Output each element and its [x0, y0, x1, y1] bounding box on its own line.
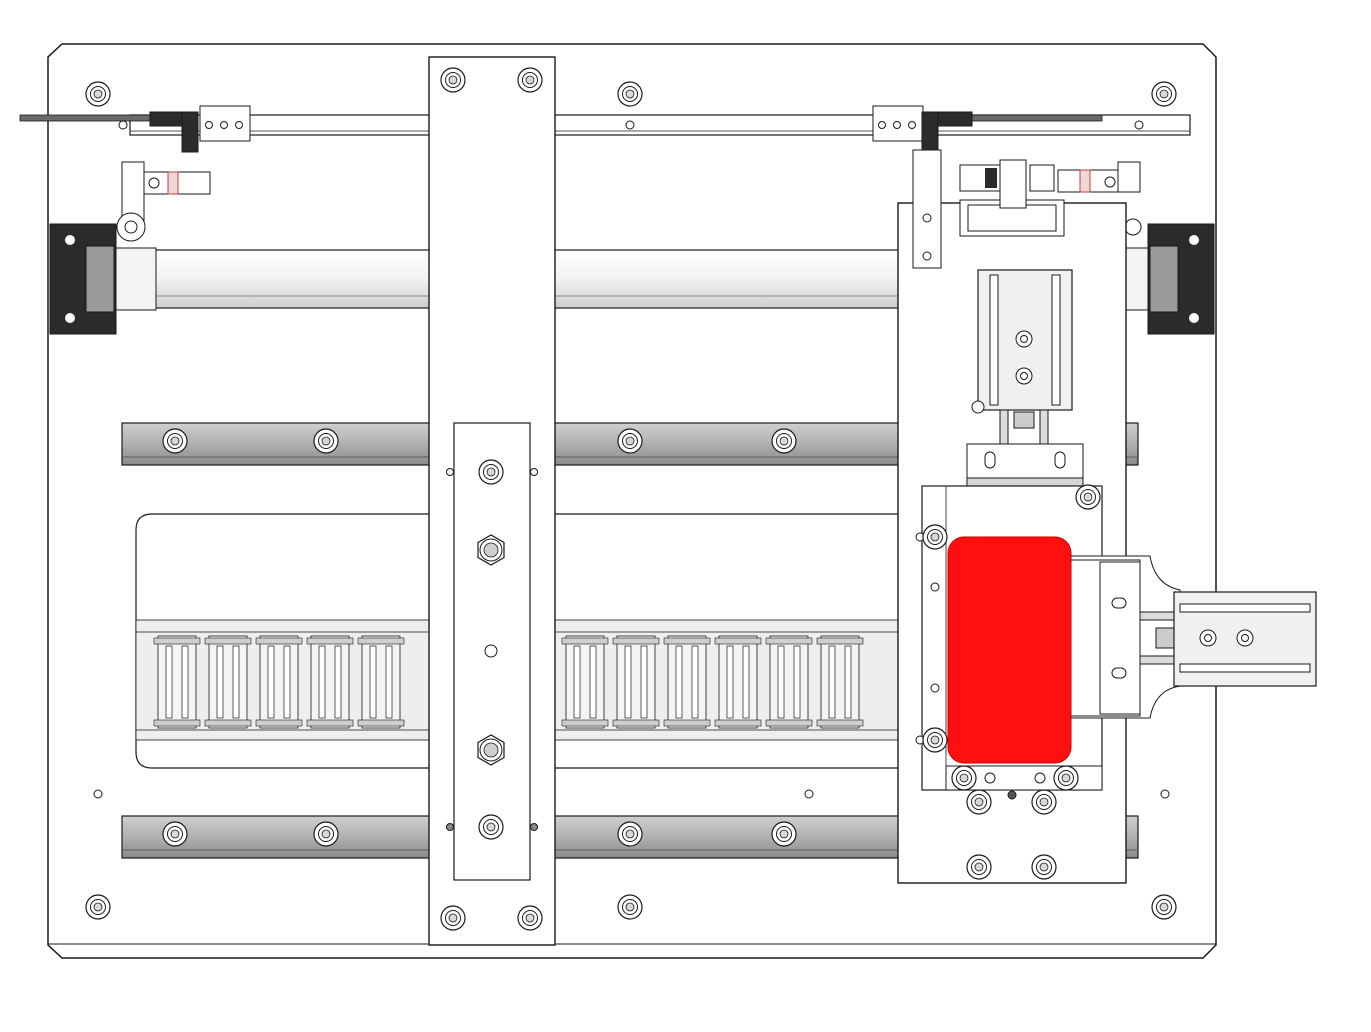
chain-link — [816, 635, 864, 729]
compact-cylinder-vertical — [971, 269, 1073, 447]
chain-link — [204, 635, 252, 729]
bolt-icon — [313, 428, 339, 454]
hole-icon — [1134, 120, 1144, 130]
bolt-icon — [478, 814, 504, 840]
carriage-plate — [428, 56, 556, 946]
sensor-cable-left — [19, 114, 151, 122]
plate-holes — [93, 789, 1170, 799]
bolt-icon — [313, 821, 339, 847]
chain-link — [612, 635, 660, 729]
hole-icon — [484, 644, 498, 658]
cable-chain-links — [153, 635, 864, 729]
bolt-icon — [1151, 81, 1177, 107]
hole-icon — [446, 468, 454, 476]
hole-icon — [118, 120, 128, 130]
bolt-icon — [771, 428, 797, 454]
counterbored-bolts — [85, 67, 1177, 931]
bolt-icon — [966, 789, 992, 815]
bolt-icon — [478, 459, 504, 485]
hole-icon — [1160, 789, 1170, 799]
bolt-icon — [617, 894, 643, 920]
hole-icon — [530, 823, 538, 831]
nut-icon — [477, 534, 505, 566]
sensor-cable-right — [971, 114, 1103, 122]
end-bracket-left — [49, 223, 117, 335]
bolt-icon — [1151, 894, 1177, 920]
chain-link — [357, 635, 405, 729]
bolt-icon — [966, 854, 992, 880]
bolt-icon — [1031, 854, 1057, 880]
bolt-icon — [617, 428, 643, 454]
bolt-icon — [85, 81, 111, 107]
bolt-icon — [1031, 789, 1057, 815]
bolt-icon — [1053, 765, 1079, 791]
sensor-bracket-left — [149, 105, 251, 153]
bolt-icon — [922, 524, 948, 550]
chain-link — [714, 635, 762, 729]
compact-cylinder-horizontal — [1139, 591, 1317, 687]
bolt-icon — [85, 894, 111, 920]
air-fitting-left — [116, 161, 211, 242]
bolt-icon — [517, 67, 543, 93]
hole-icon — [804, 789, 814, 799]
nut-icon — [477, 734, 505, 766]
sensor-bracket-right — [872, 105, 973, 153]
chain-link — [561, 635, 609, 729]
bolt-icon — [922, 727, 948, 753]
hex-nuts — [477, 534, 505, 766]
hole-icon — [625, 120, 635, 130]
bolt-icon — [440, 67, 466, 93]
chain-link — [153, 635, 201, 729]
bolt-icon — [617, 81, 643, 107]
chain-link — [306, 635, 354, 729]
chain-link — [765, 635, 813, 729]
hole-icon — [93, 789, 103, 799]
bolt-icon — [1075, 484, 1101, 510]
bolt-icon — [617, 821, 643, 847]
bolt-icon — [440, 905, 466, 931]
chain-link — [255, 635, 303, 729]
bolt-icon — [771, 821, 797, 847]
bolt-icon — [951, 765, 977, 791]
end-bracket-right — [1147, 223, 1215, 335]
bolt-icon — [517, 905, 543, 931]
highlighted-workpiece — [947, 536, 1072, 764]
bolt-icon — [162, 821, 188, 847]
hole-icon — [530, 468, 538, 476]
bolt-icon — [162, 428, 188, 454]
hole-icon — [446, 823, 454, 831]
chain-link — [663, 635, 711, 729]
